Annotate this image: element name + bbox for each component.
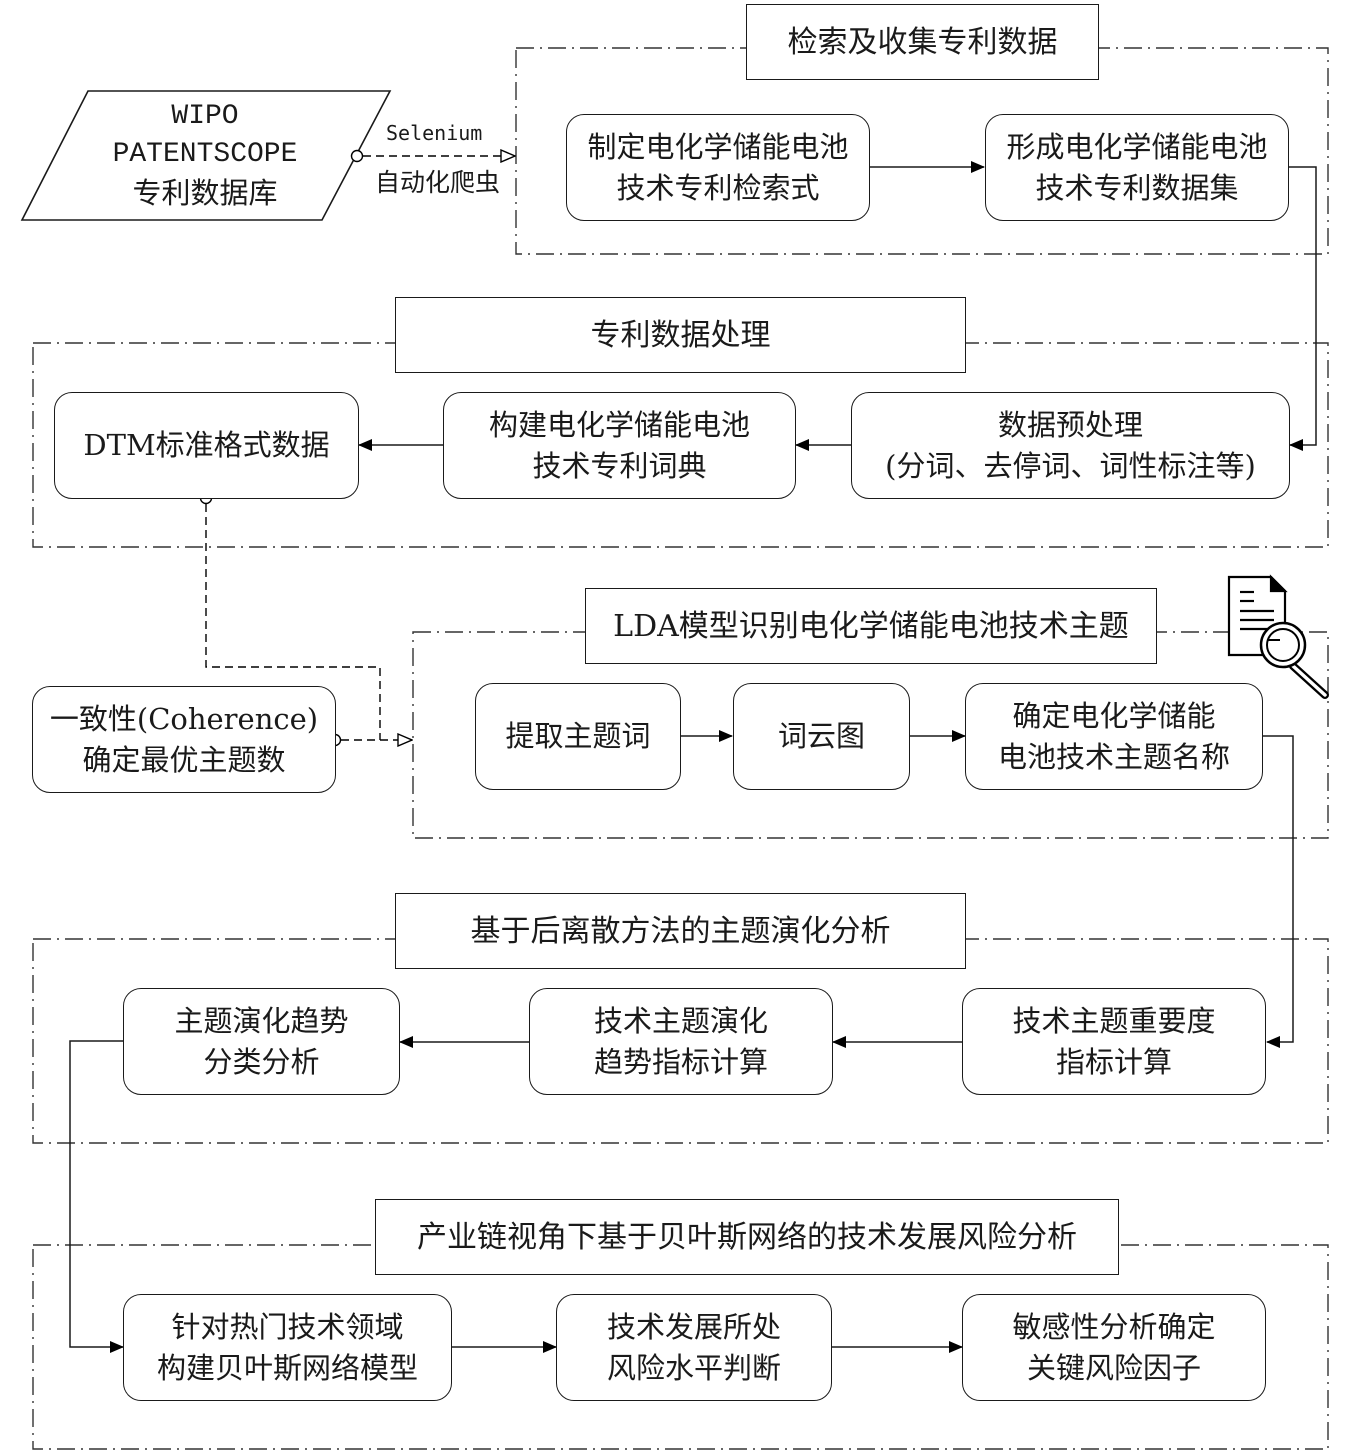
node-text-line: 分类分析 bbox=[203, 1044, 320, 1079]
node-extract-topic-words: 提取主题词 bbox=[475, 683, 681, 790]
connector-origin-circle bbox=[350, 149, 364, 163]
node-text-line: 关键风险因子 bbox=[1026, 1350, 1201, 1385]
node-trend-index: 技术主题演化 趋势指标计算 bbox=[529, 988, 833, 1095]
node-topic-importance: 技术主题重要度 指标计算 bbox=[962, 988, 1266, 1095]
arrow-topicname-to-importance bbox=[1263, 735, 1294, 1048]
node-topic-names: 确定电化学储能 电池技术主题名称 bbox=[965, 683, 1263, 790]
node-text-line: 构建贝叶斯网络模型 bbox=[156, 1350, 418, 1385]
section-title-evolution: 基于后离散方法的主题演化分析 bbox=[395, 893, 966, 969]
node-text-line: 技术专利检索式 bbox=[616, 170, 820, 205]
node-word-cloud: 词云图 bbox=[733, 683, 910, 790]
node-text-line: 指标计算 bbox=[1055, 1044, 1172, 1079]
node-text-line: 词云图 bbox=[777, 719, 865, 753]
node-patent-dataset: 形成电化学储能电池 技术专利数据集 bbox=[985, 114, 1289, 221]
node-trend-classification: 主题演化趋势 分类分析 bbox=[123, 988, 400, 1095]
node-text-line: 技术专利词典 bbox=[532, 448, 707, 483]
arrow-classification-to-bayes bbox=[69, 1040, 124, 1353]
source-database-shape bbox=[20, 90, 392, 221]
node-text-line: 形成电化学储能电池 bbox=[1006, 129, 1268, 164]
section-title-risk: 产业链视角下基于贝叶斯网络的技术发展风险分析 bbox=[375, 1199, 1119, 1275]
node-text-line: 确定电化学储能 bbox=[1012, 698, 1216, 733]
node-text-line: 提取主题词 bbox=[505, 719, 651, 753]
source-database-label: WIPO PATENTSCOPE 专利数据库 bbox=[40, 90, 370, 220]
arrow-dataset-to-preprocess bbox=[1289, 166, 1317, 451]
node-text-line: 技术专利数据集 bbox=[1035, 170, 1239, 205]
node-text-line: 一致性(Coherence) bbox=[49, 701, 319, 736]
node-text-line: 风险水平判断 bbox=[606, 1350, 781, 1385]
section-frame-retrieval bbox=[515, 47, 1329, 255]
node-text-line: 数据预处理 bbox=[997, 407, 1143, 442]
node-text-line: (分词、去停词、词性标注等) bbox=[885, 448, 1256, 483]
node-text-line: 技术发展所处 bbox=[606, 1309, 781, 1344]
section-title-evolution-text: 基于后离散方法的主题演化分析 bbox=[470, 913, 891, 949]
node-text-line: 制定电化学储能电池 bbox=[587, 129, 849, 164]
node-risk-level: 技术发展所处 风险水平判断 bbox=[556, 1294, 832, 1401]
section-title-retrieval-text: 检索及收集专利数据 bbox=[787, 24, 1058, 60]
section-title-lda: LDA模型识别电化学储能电池技术主题 bbox=[585, 588, 1157, 664]
node-sensitivity-analysis: 敏感性分析确定 关键风险因子 bbox=[962, 1294, 1266, 1401]
node-coherence: 一致性(Coherence) 确定最优主题数 bbox=[32, 686, 336, 793]
node-bayes-model: 针对热门技术领域 构建贝叶斯网络模型 bbox=[123, 1294, 452, 1401]
node-search-query: 制定电化学储能电池 技术专利检索式 bbox=[566, 114, 870, 221]
section-title-risk-text: 产业链视角下基于贝叶斯网络的技术发展风险分析 bbox=[417, 1219, 1077, 1255]
node-text-line: 针对热门技术领域 bbox=[171, 1309, 404, 1344]
node-text-line: 电池技术主题名称 bbox=[997, 739, 1230, 774]
section-title-processing-text: 专利数据处理 bbox=[590, 317, 771, 353]
node-text-line: 确定最优主题数 bbox=[82, 742, 286, 777]
node-dtm-data: DTM标准格式数据 bbox=[54, 392, 359, 499]
source-line-3: 专利数据库 bbox=[132, 176, 278, 210]
section-title-lda-text: LDA模型识别电化学储能电池技术主题 bbox=[613, 608, 1129, 644]
node-text-line: 主题演化趋势 bbox=[174, 1003, 349, 1038]
connector-label-crawler: 自动化爬虫 bbox=[375, 168, 501, 197]
node-text-line: 趋势指标计算 bbox=[593, 1044, 768, 1079]
node-text-line: 构建电化学储能电池 bbox=[488, 407, 750, 442]
node-text-line: 技术主题重要度 bbox=[1012, 1003, 1216, 1038]
source-line-2: PATENTSCOPE bbox=[112, 139, 298, 170]
node-patent-dictionary: 构建电化学储能电池 技术专利词典 bbox=[443, 392, 796, 499]
source-line-1: WIPO bbox=[171, 101, 239, 132]
document-search-icon bbox=[1227, 574, 1329, 699]
node-text-line: DTM标准格式数据 bbox=[83, 428, 330, 462]
node-preprocessing: 数据预处理 (分词、去停词、词性标注等) bbox=[851, 392, 1290, 499]
section-title-processing: 专利数据处理 bbox=[395, 297, 966, 373]
node-text-line: 技术主题演化 bbox=[593, 1003, 768, 1038]
section-title-retrieval: 检索及收集专利数据 bbox=[746, 4, 1099, 80]
node-text-line: 敏感性分析确定 bbox=[1012, 1309, 1216, 1344]
connector-dtm-to-lda bbox=[205, 504, 381, 740]
connector-label-selenium: Selenium bbox=[386, 121, 483, 145]
